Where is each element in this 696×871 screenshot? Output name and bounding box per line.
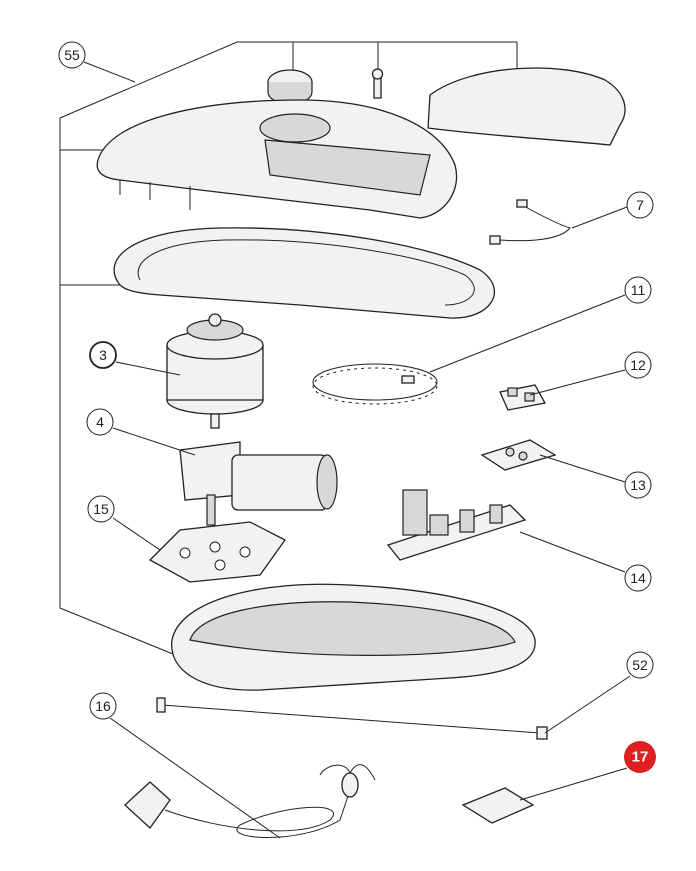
assembly-bracket-55 <box>59 41 518 666</box>
callout-4[interactable]: 4 <box>86 408 114 436</box>
callout-14[interactable]: 14 <box>624 564 652 592</box>
callout-13[interactable]: 13 <box>624 471 652 499</box>
callout-label: 12 <box>630 357 646 373</box>
switch-board-part <box>499 384 547 411</box>
fan-motor-part <box>166 313 264 429</box>
callout-label: 52 <box>632 657 648 673</box>
power-board-part <box>386 489 527 561</box>
gear-motor-part <box>179 441 338 526</box>
callout-3[interactable]: 3 <box>89 341 117 369</box>
screw-part <box>371 68 384 99</box>
top-cap-part <box>267 69 313 105</box>
callout-label: 7 <box>636 197 644 213</box>
callout-label: 3 <box>99 347 107 363</box>
base-housing-part <box>171 583 536 691</box>
top-lid-part <box>427 67 626 146</box>
power-cord-part <box>124 764 376 838</box>
upper-housing-part <box>96 99 458 219</box>
control-board-part <box>480 439 557 471</box>
callout-17-highlighted[interactable]: 17 <box>624 741 656 773</box>
callout-label: 13 <box>630 477 646 493</box>
mounting-plate-part <box>148 521 286 583</box>
callout-7[interactable]: 7 <box>626 191 654 219</box>
callout-52[interactable]: 52 <box>626 651 654 679</box>
callout-label: 55 <box>64 47 80 63</box>
connector-cable-part <box>156 697 548 740</box>
callout-55[interactable]: 55 <box>58 41 86 69</box>
callout-label: 17 <box>632 749 649 766</box>
callout-label: 14 <box>630 570 646 586</box>
callout-12[interactable]: 12 <box>624 351 652 379</box>
callout-15[interactable]: 15 <box>87 495 115 523</box>
callout-16[interactable]: 16 <box>89 692 117 720</box>
callout-label: 16 <box>95 698 111 714</box>
manual-sheet-part <box>461 787 535 824</box>
callout-label: 11 <box>631 282 646 298</box>
gasket-ring-part <box>113 227 495 319</box>
callout-11[interactable]: 11 <box>624 276 652 304</box>
callout-label: 4 <box>96 414 104 430</box>
leader-lines <box>109 206 631 839</box>
sensor-cable-part <box>489 199 571 245</box>
callout-label: 15 <box>93 501 109 517</box>
led-strip-part <box>312 363 438 405</box>
